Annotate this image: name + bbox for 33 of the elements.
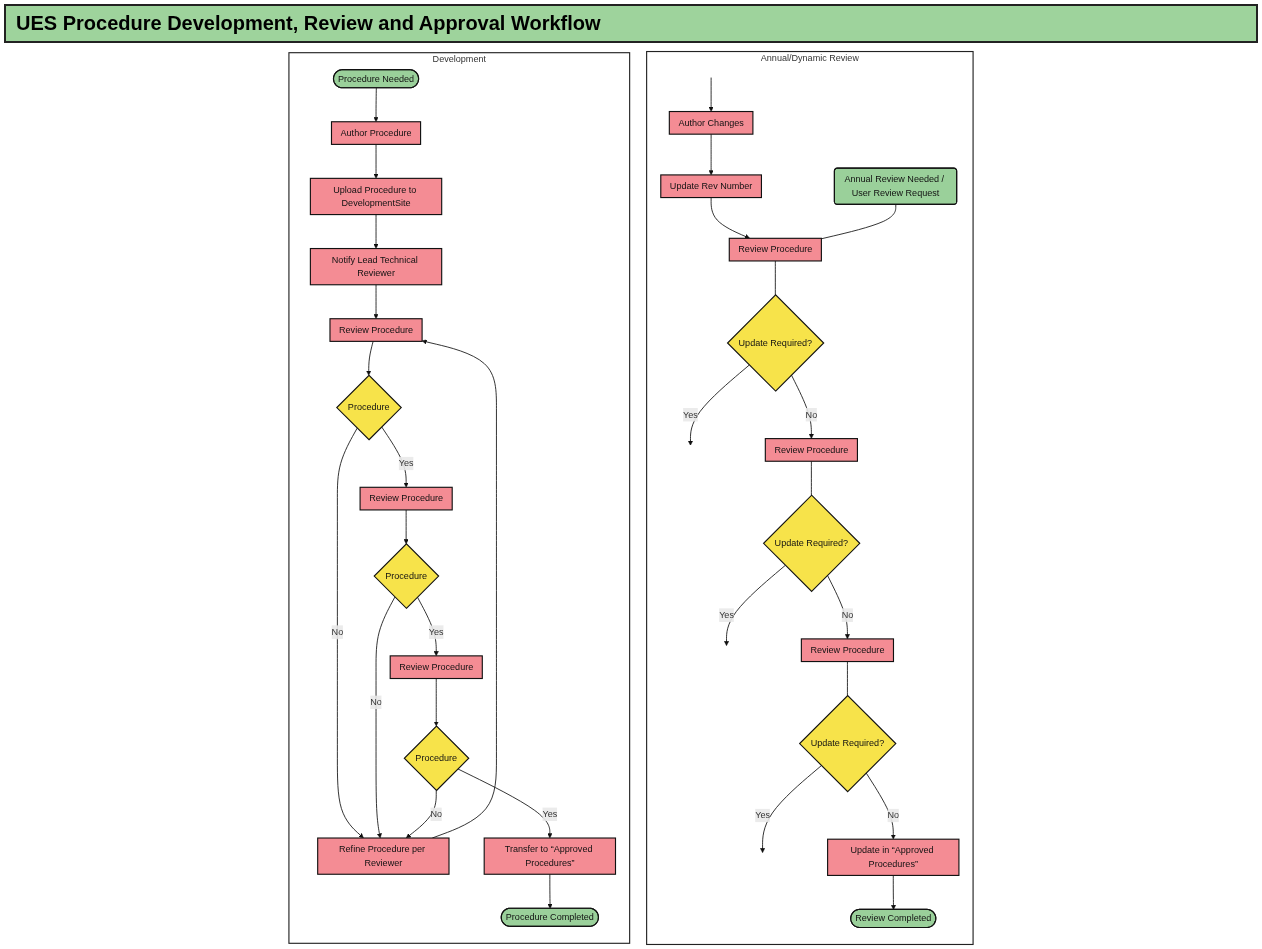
node-box: Upload Procedure to DevelopmentSite <box>309 177 443 216</box>
node-box: Review Procedure <box>329 318 423 342</box>
edge-label: No <box>887 810 900 820</box>
edge-label: No <box>331 627 344 637</box>
edge-label: Yes <box>683 409 698 420</box>
node-box: Review Procedure <box>359 486 453 511</box>
edge-label: Yes <box>428 627 444 637</box>
edge-label: No <box>430 809 443 819</box>
edge-label: No <box>370 697 382 707</box>
node-box: Review Procedure <box>800 638 895 663</box>
edge-label: No <box>805 409 818 420</box>
node-box: Update Rev Number <box>660 174 762 199</box>
node-box: Transfer to “Approved Procedures” <box>483 837 617 875</box>
node-diamond: Procedure <box>336 374 403 441</box>
edge-label: Yes <box>542 809 558 819</box>
node-box: Notify Lead Technical Reviewer <box>309 247 443 286</box>
node-box: Review Procedure <box>389 655 483 680</box>
edge-label: Yes <box>755 810 770 820</box>
edge-label: Yes <box>719 610 734 620</box>
node-box: Update in “Approved Procedures” <box>827 838 960 876</box>
node-diamond: Update Required? <box>726 294 825 392</box>
node-box: Author Changes <box>668 110 754 135</box>
node-diamond: Update Required? <box>762 494 861 593</box>
node-box: Refine Procedure per Reviewer <box>317 837 450 875</box>
edge-label: Yes <box>398 458 414 469</box>
node-diamond: Procedure <box>373 543 440 610</box>
diagram-title: UES Procedure Development, Review and Approval Workflow <box>4 4 1258 43</box>
node-box: Author Procedure <box>330 121 422 145</box>
node-diamond: Update Required? <box>798 694 897 793</box>
edge-label: No <box>841 610 854 620</box>
node-box: Review Procedure <box>764 438 858 462</box>
node-diamond: Procedure <box>403 725 470 792</box>
node-box: Review Procedure <box>728 237 822 262</box>
